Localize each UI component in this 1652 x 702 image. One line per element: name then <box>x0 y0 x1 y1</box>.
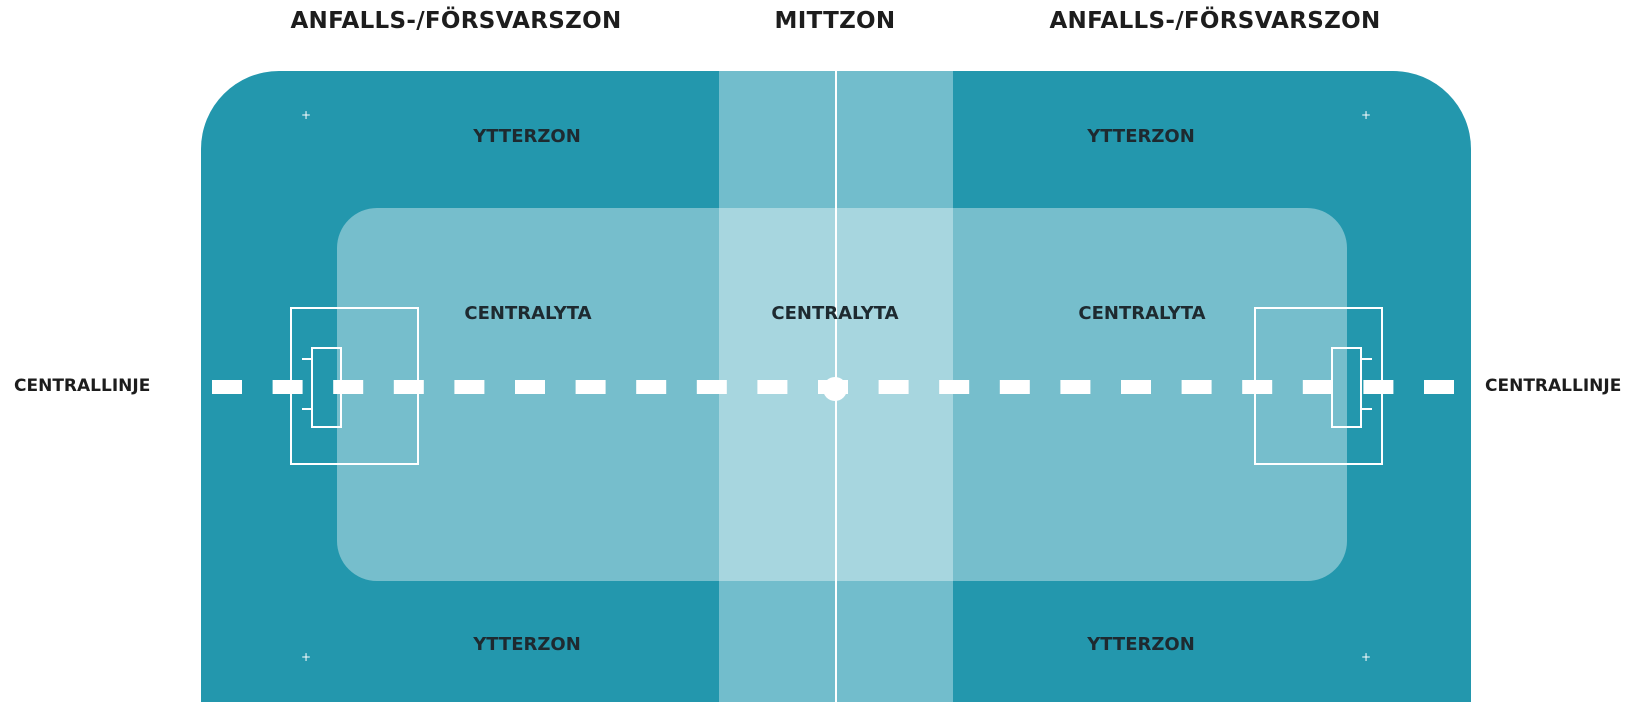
centerline-dash <box>393 380 424 394</box>
outer-zone-label-bottom-left: YTTERZON <box>473 634 581 655</box>
centerline-dash <box>272 380 303 394</box>
goal-post-tick-left-bottom <box>302 408 312 410</box>
central-area-label-right: CENTRALYTA <box>1078 303 1206 324</box>
centerline-dash <box>636 380 667 394</box>
header-left-zone: ANFALLS-/FÖRSVARSZON <box>290 8 622 34</box>
centerline-dash <box>212 380 242 394</box>
centerline-dash <box>1242 380 1273 394</box>
plus-marker-top-right: + <box>1360 108 1372 122</box>
centerline-dash <box>1424 380 1454 394</box>
center-spot <box>823 377 847 401</box>
centerline-dash <box>1121 380 1151 394</box>
central-area-label-middle: CENTRALYTA <box>771 303 899 324</box>
centerline-dash <box>1302 380 1333 394</box>
centerline-dash <box>515 380 545 394</box>
centerline-dash <box>333 380 364 394</box>
plus-marker-bottom-right: + <box>1360 650 1372 664</box>
central-area-label-left: CENTRALYTA <box>464 303 592 324</box>
centerline-dash <box>939 380 970 394</box>
centerline-dash <box>454 380 485 394</box>
centerline-dash <box>1363 380 1394 394</box>
goal-post-tick-right-bottom <box>1362 408 1372 410</box>
header-middle-zone: MITTZON <box>774 8 896 34</box>
goal-post-tick-right-top <box>1362 358 1372 360</box>
centerline-dash <box>878 380 909 394</box>
outer-zone-label-top-left: YTTERZON <box>473 126 581 147</box>
goal-post-tick-left-top <box>302 358 312 360</box>
centerline-dash <box>575 380 606 394</box>
plus-marker-bottom-left: + <box>300 650 312 664</box>
centerline-label-left: CENTRALLINJE <box>14 376 151 396</box>
centerline-dash <box>757 380 788 394</box>
centerline-dash <box>1181 380 1212 394</box>
outer-zone-label-bottom-right: YTTERZON <box>1087 634 1195 655</box>
centerline-dash <box>1060 380 1091 394</box>
centerline-dash <box>999 380 1030 394</box>
plus-marker-top-left: + <box>300 108 312 122</box>
centerline-label-right: CENTRALLINJE <box>1485 376 1622 396</box>
centerline-dash <box>696 380 727 394</box>
header-right-zone: ANFALLS-/FÖRSVARSZON <box>1049 8 1381 34</box>
outer-zone-label-top-right: YTTERZON <box>1087 126 1195 147</box>
